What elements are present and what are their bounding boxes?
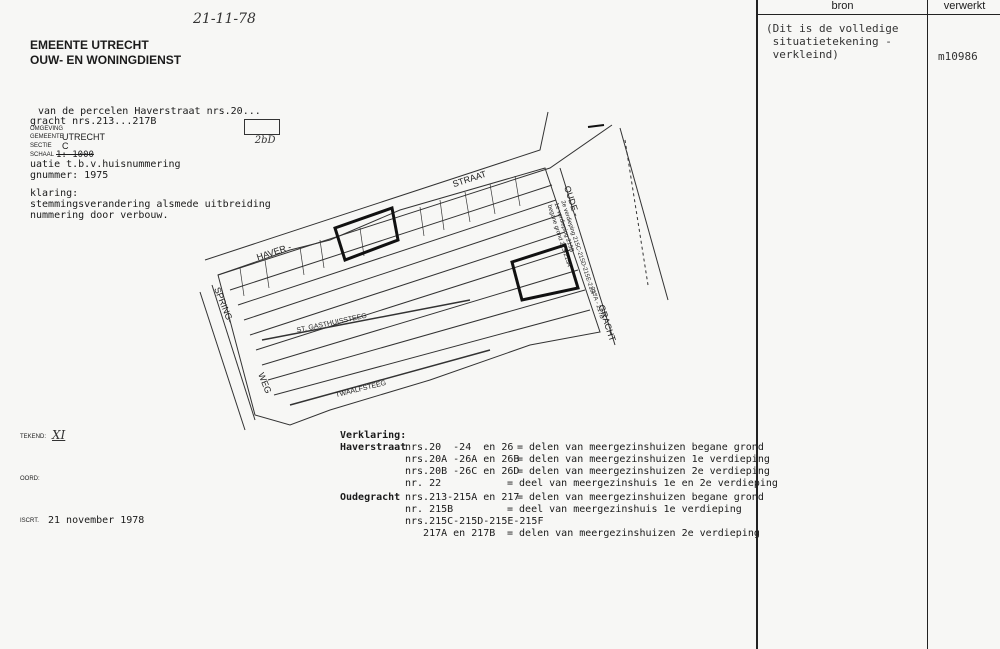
legend-row: = delen van meergezinshuizen begane gron… bbox=[517, 442, 764, 453]
column-divider bbox=[927, 0, 928, 649]
legend-row: = deel van meergezinshuis 1e verdieping bbox=[507, 504, 742, 515]
subject-line-1: van de percelen Haverstraat nrs.20... bbox=[38, 106, 261, 117]
legend-row: nr. 22 bbox=[405, 478, 442, 489]
verklaring-label: klaring: bbox=[30, 188, 79, 199]
verwerkt-text: m10986 bbox=[938, 50, 978, 63]
legend-title: Verklaring: bbox=[340, 430, 407, 441]
legend-row: nrs.20 -24 en 26 bbox=[405, 442, 514, 453]
legend-row: = delen van meergezinshuizen begane gron… bbox=[517, 492, 764, 503]
gemeente-label: GEMEENTE bbox=[30, 134, 64, 140]
nummer-line: gnummer: 1975 bbox=[30, 170, 109, 181]
legend-street-haverstraat: Haverstraat bbox=[340, 442, 407, 453]
stamp-code: 2bD bbox=[254, 135, 276, 146]
akkoord-label: OORD: bbox=[20, 476, 40, 482]
subject-line-2: gracht nrs.213...217B bbox=[30, 116, 157, 127]
legend-row: = delen van meergezinshuizen 1e verdiepi… bbox=[517, 454, 770, 465]
legend-row: = deel van meergezinshuis 1e en 2e verdi… bbox=[507, 478, 778, 489]
legend-row: nr. 215B bbox=[405, 504, 454, 515]
stamp-code-box: 2bD bbox=[244, 119, 280, 146]
legend-row: 217A en 217B bbox=[405, 528, 496, 539]
municipality-header: EMEENTE UTRECHT bbox=[30, 38, 149, 52]
situatie-line: uatie t.b.v.huisnummering bbox=[30, 159, 181, 170]
legend-row: nrs.213-215A en 217 bbox=[405, 492, 520, 503]
legend-row: = delen van meergezinshuizen 2e verdiepi… bbox=[507, 528, 760, 539]
sectie-value: C bbox=[62, 141, 69, 151]
sectie-label: SECTIE bbox=[30, 143, 52, 149]
gemeente-value: UTRECHT bbox=[62, 132, 105, 142]
legend-row: nrs.20B -26C en 26D bbox=[405, 466, 520, 477]
legend-street-oudegracht: Oudegracht bbox=[340, 492, 401, 503]
handwritten-date: 21-11-78 bbox=[193, 11, 256, 27]
bron-header: bron bbox=[758, 0, 927, 15]
record-panel: bron verwerkt (Dit is de volledige situa… bbox=[756, 0, 1000, 649]
verklaring-line-2: nummering door verbouw. bbox=[30, 210, 169, 221]
situation-map bbox=[199, 111, 669, 431]
legend-row: nrs.215C-215D-215E-215F bbox=[405, 516, 544, 527]
bron-text: (Dit is de volledige situatietekening - … bbox=[766, 22, 899, 61]
omgeving-label: OMGEVING bbox=[30, 126, 64, 132]
verklaring-line-1: stemmingsverandering alsmede uitbreiding bbox=[30, 199, 271, 210]
schaal-label: SCHAAL bbox=[30, 152, 55, 158]
verwerkt-header: verwerkt bbox=[927, 0, 1000, 15]
legend-row: = delen van meergezinshuizen 2e verdiepi… bbox=[517, 466, 770, 477]
datum-label: ISCRT. bbox=[20, 518, 39, 524]
datum-value: 21 november 1978 bbox=[48, 515, 145, 526]
legend-row: nrs.20A -26A en 26B bbox=[405, 454, 520, 465]
getekend-value: XI bbox=[52, 428, 66, 442]
schaal-value: 1: 1000 bbox=[56, 150, 94, 160]
getekend-label: TEKEND: bbox=[20, 434, 47, 440]
department-header: OUW- EN WONINGDIENST bbox=[30, 53, 182, 67]
